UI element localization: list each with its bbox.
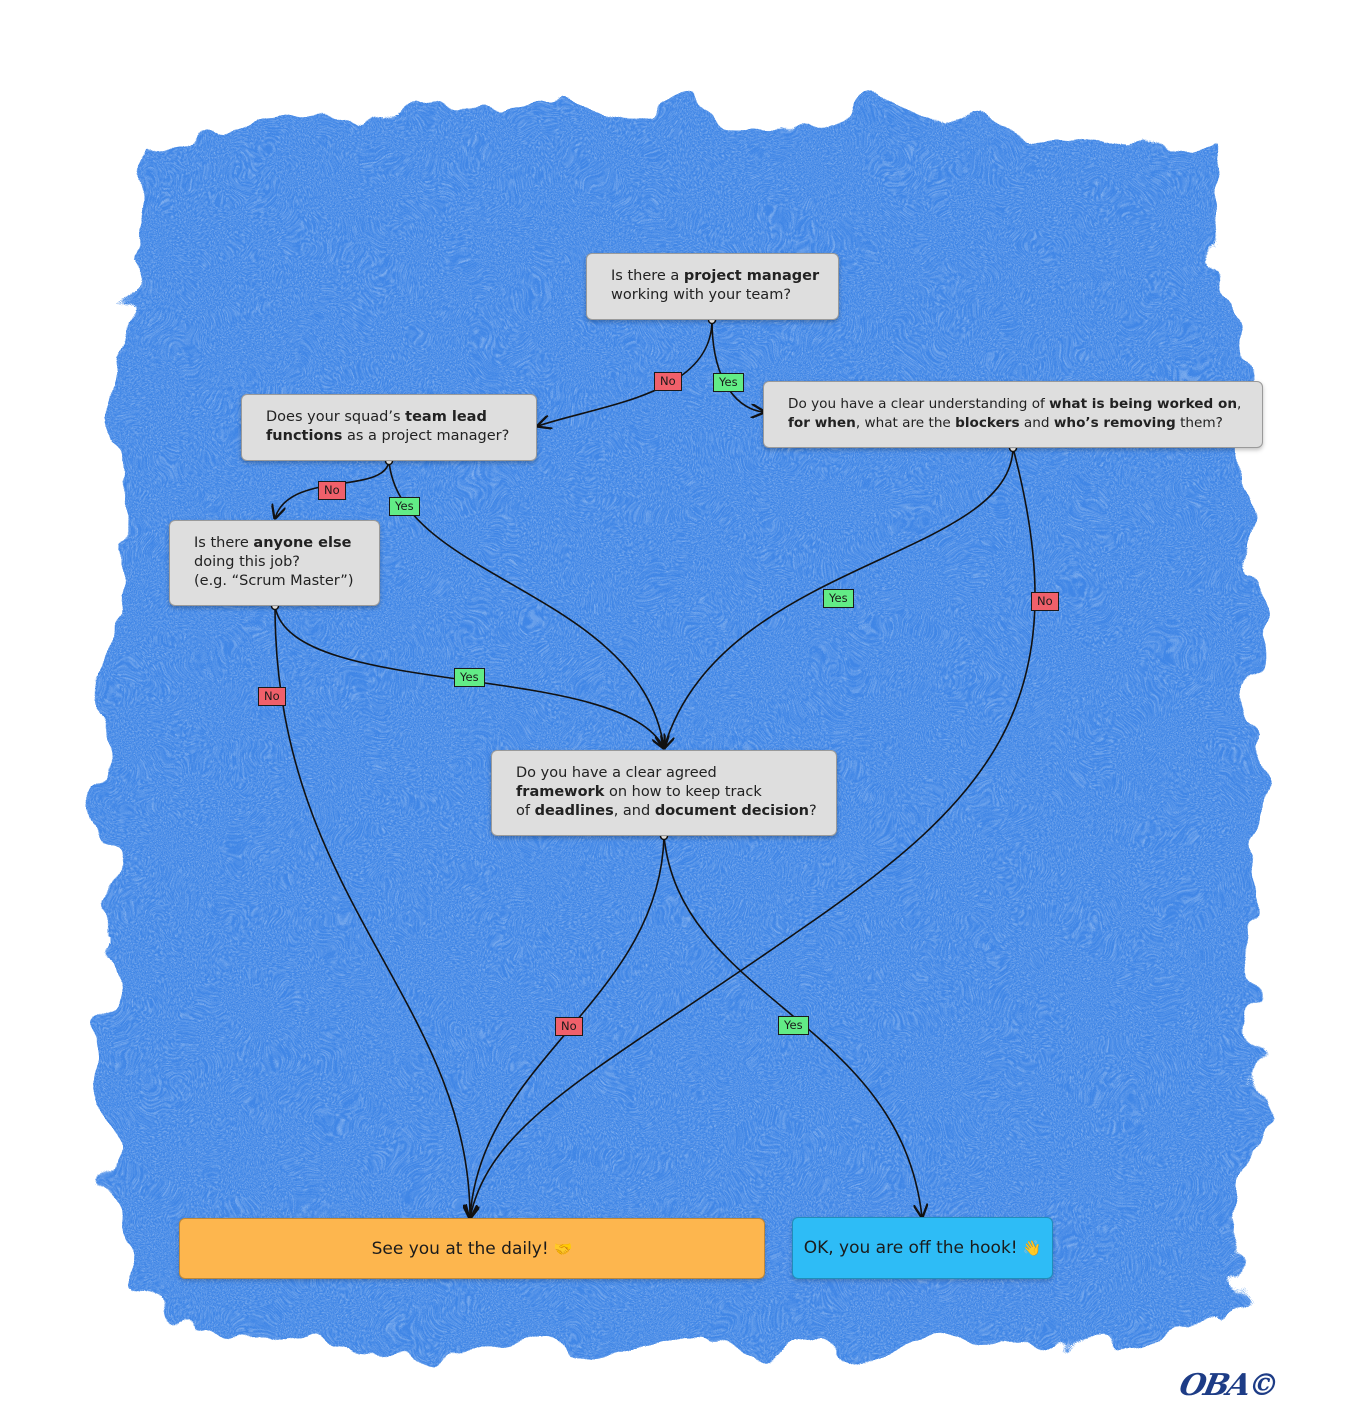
node-anyone-else-line-1: Is there anyone else (194, 535, 352, 551)
edge-pm-no (538, 319, 713, 426)
edge-pm-yes (711, 319, 764, 412)
edge-label-framework-yes: Yes (778, 1016, 809, 1035)
node-anyone-else-line-3: (e.g. “Scrum Master”) (194, 573, 354, 589)
edge-understanding-yes (664, 447, 1014, 748)
edge-anyone-no (274, 605, 470, 1218)
edge-label-lead-no: No (318, 481, 346, 500)
edge-label-pm-yes: Yes (713, 373, 744, 392)
node-pm-line-2: working with your team? (611, 287, 792, 303)
oba-logo: OBA© (1176, 1368, 1281, 1403)
node-understanding-line-2: for when, what are the blockers and who’… (788, 415, 1223, 431)
edge-label-anyone-yes: Yes (454, 668, 485, 687)
node-framework: Do you have a clear agreed framework on … (491, 750, 837, 836)
node-understanding-line-1: Do you have a clear understanding of wha… (788, 396, 1242, 412)
edge-label-anyone-no: No (258, 687, 286, 706)
node-team-lead-line-1: Does your squad’s team lead (266, 409, 487, 425)
node-framework-line-3: of deadlines, and document decision? (516, 803, 817, 819)
terminal-off-hook-label: OK, you are off the hook! (803, 1238, 1018, 1258)
edge-framework-yes (663, 835, 922, 1217)
handshake-icon: 🤝 (553, 1239, 573, 1258)
edge-label-pm-no: No (654, 372, 682, 391)
edge-label-understanding-no: No (1031, 592, 1059, 611)
node-framework-line-1: Do you have a clear agreed (516, 765, 717, 781)
edge-understanding-no (470, 447, 1036, 1218)
node-understanding: Do you have a clear understanding of wha… (763, 381, 1263, 448)
edge-lead-yes (388, 460, 664, 748)
node-anyone-else: Is there anyone else doing this job? (e.… (169, 520, 380, 606)
node-anyone-else-line-2: doing this job? (194, 554, 300, 570)
node-team-lead: Does your squad’s team lead functions as… (241, 394, 537, 461)
edge-label-lead-yes: Yes (389, 497, 420, 516)
node-pm-line-1: Is there a project manager (611, 268, 820, 284)
node-framework-line-2: framework on how to keep track (516, 784, 762, 800)
waving-hand-icon: 👋 (1022, 1239, 1042, 1257)
edge-label-framework-no: No (555, 1017, 583, 1036)
node-project-manager: Is there a project manager working with … (586, 253, 839, 320)
terminal-off-the-hook: OK, you are off the hook! 👋 (792, 1217, 1053, 1279)
node-team-lead-line-2: functions as a project manager? (266, 428, 510, 444)
edge-label-understanding-yes: Yes (823, 589, 854, 608)
terminal-see-you-at-daily: See you at the daily! 🤝 (179, 1218, 765, 1279)
terminal-daily-label: See you at the daily! (371, 1238, 549, 1259)
